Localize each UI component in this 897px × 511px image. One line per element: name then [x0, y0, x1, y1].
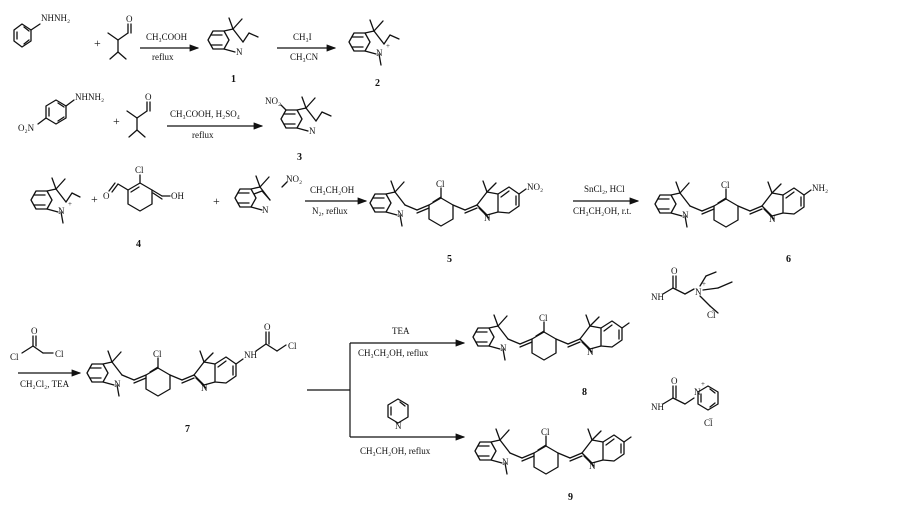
label-n: N [682, 210, 689, 220]
cond-r4-bottom: N₂, reflux [312, 206, 348, 216]
compound-3-structure: NO₂ N [265, 96, 332, 136]
charge-positive: + [386, 42, 390, 50]
compound-9-structure: N Cl N NH O N + Cl – [474, 376, 719, 475]
label-nhnh2: NHNH₂ [41, 13, 70, 23]
compound-3-reactant: NO₂ N [234, 174, 302, 215]
compound-number-8: 8 [582, 387, 587, 398]
charge-positive: + [68, 200, 72, 208]
label-n: N [502, 457, 509, 467]
label-no2: NO₂ [265, 96, 281, 106]
label-n: N [484, 213, 491, 223]
label-nh: NH [651, 402, 664, 412]
methyl-isopropyl-ketone: O [107, 14, 133, 60]
label-o2n: O₂N [18, 123, 35, 133]
compound-1-structure: N [207, 17, 259, 57]
label-n: N [694, 387, 701, 397]
cond-r3-top: CH₃COOH, H₂SO₄ [170, 109, 240, 119]
label-n: N [397, 209, 404, 219]
label-n: N [236, 47, 243, 57]
label-nh: NH [244, 350, 257, 360]
label-cl: Cl [539, 313, 548, 323]
label-n: N [376, 48, 383, 58]
label-cl: Cl [10, 352, 19, 362]
cond-r7-bottom: CH₃CH₂OH, reflux [358, 348, 429, 358]
cond-r5-bottom: CH₃CH₂OH, r.t. [573, 206, 631, 216]
compound-7-structure: N Cl N NH O Cl [86, 322, 297, 397]
label-n: N [114, 379, 121, 389]
label-cl: Cl [153, 349, 162, 359]
cond-r5-top: SnCl₂, HCl [584, 184, 625, 194]
label-oh: OH [171, 191, 184, 201]
label-n: N [395, 421, 402, 431]
label-nhnh2: NHNH₂ [75, 92, 104, 102]
branch-arrows [307, 339, 466, 441]
label-n: N [587, 347, 594, 357]
nitrophenylhydrazine: NHNH₂ O₂N [18, 92, 104, 133]
plus-sign: + [213, 194, 220, 208]
compound-number-1: 1 [231, 74, 236, 85]
label-o: O [671, 266, 678, 276]
cond-r8-bottom: CH₃CH₂OH, reflux [360, 446, 431, 456]
compound-5-structure: N Cl N NO₂ [369, 179, 543, 227]
label-cl-minus: Cl [704, 418, 713, 428]
label-nh: NH [651, 292, 664, 302]
methyl-isopropyl-ketone: O [126, 92, 152, 138]
label-cl: Cl [288, 341, 297, 351]
compound-8-structure: N Cl N NH O N + Cl – [472, 266, 733, 361]
label-n: N [201, 383, 208, 393]
compound-number-9: 9 [568, 492, 573, 503]
label-o: O [145, 92, 152, 102]
label-n: N [262, 205, 269, 215]
compound-2-reactant: N + [30, 177, 81, 224]
cond-r2-top: CH₃I [293, 32, 312, 42]
label-no2: NO₂ [286, 174, 302, 184]
plus-sign: + [113, 114, 120, 128]
charge-positive: + [701, 380, 705, 388]
cond-r4-top: CH₃CH₂OH [310, 185, 355, 195]
label-o: O [31, 326, 38, 336]
compound-number-5: 5 [447, 254, 452, 265]
label-o: O [126, 14, 133, 24]
label-n: N [695, 287, 702, 297]
chloroacetyl-chloride: O Cl Cl [10, 326, 64, 362]
label-o: O [671, 376, 678, 386]
charge-positive: + [702, 280, 706, 288]
label-o: O [264, 322, 271, 332]
compound-number-4: 4 [136, 239, 141, 250]
label-cl-minus: Cl [707, 310, 716, 320]
compound-number-7: 7 [185, 424, 190, 435]
compound-4-structure: Cl O OH [103, 165, 184, 212]
compound-number-3: 3 [297, 152, 302, 163]
compound-6-structure: N Cl N NH₂ [654, 180, 828, 228]
label-n: N [769, 214, 776, 224]
cond-r3-bottom: reflux [192, 130, 214, 140]
phenylhydrazine: NHNH₂ [13, 13, 70, 48]
label-n: N [500, 343, 507, 353]
label-cl: Cl [436, 179, 445, 189]
label-cl: Cl [541, 427, 550, 437]
plus-sign: + [91, 192, 98, 206]
label-cl: Cl [55, 349, 64, 359]
label-o: O [103, 191, 110, 201]
label-cl: Cl [135, 165, 144, 175]
cond-r2-bottom: CH₃CN [290, 52, 319, 62]
label-n: N [309, 126, 316, 136]
compound-2-structure: N + [348, 19, 400, 66]
cond-r7-top: TEA [392, 326, 410, 336]
cond-r1-top: CH₃COOH [146, 32, 188, 42]
cond-r6-bottom: CH₂Cl₂, TEA [20, 379, 70, 389]
plus-sign: + [94, 36, 101, 50]
label-cl: Cl [721, 180, 730, 190]
charge-negative: – [708, 414, 713, 422]
pyridine-reagent: N [387, 398, 409, 431]
charge-negative: – [711, 306, 716, 314]
compound-number-6: 6 [786, 254, 791, 265]
compound-number-2: 2 [375, 78, 380, 89]
label-no2: NO₂ [527, 182, 543, 192]
label-nh2: NH₂ [812, 183, 828, 193]
label-n: N [589, 461, 596, 471]
label-n: N [58, 206, 65, 216]
cond-r1-bottom: reflux [152, 52, 174, 62]
